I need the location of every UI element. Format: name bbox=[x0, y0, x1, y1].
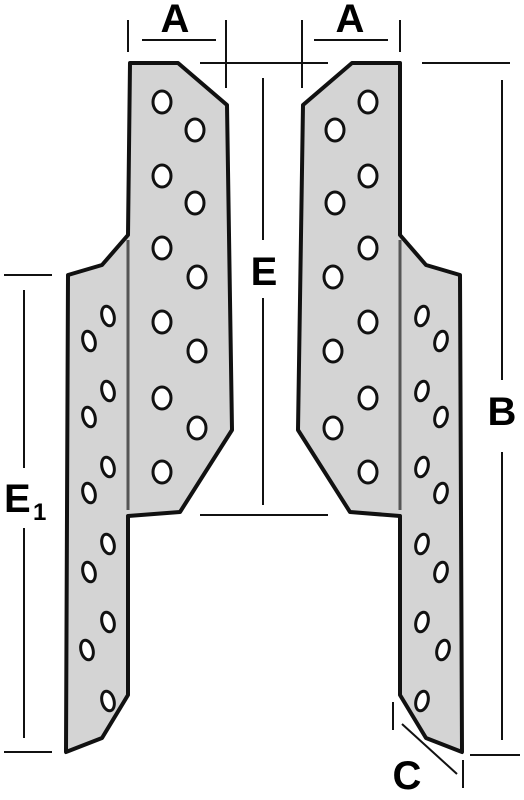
hole bbox=[414, 455, 430, 479]
hole bbox=[414, 689, 430, 713]
hole bbox=[324, 190, 346, 216]
left-hanger-plate bbox=[64, 61, 234, 754]
dim-c-line bbox=[401, 723, 458, 775]
hole bbox=[414, 610, 430, 634]
hole bbox=[357, 459, 379, 485]
dim-label-b: B bbox=[488, 390, 517, 434]
hole bbox=[81, 481, 97, 505]
hole bbox=[357, 385, 379, 411]
hole bbox=[100, 304, 116, 328]
hole bbox=[322, 264, 344, 290]
hole bbox=[433, 329, 449, 353]
dim-label-e1-sub: 1 bbox=[33, 499, 46, 526]
hole bbox=[100, 532, 116, 556]
dimension-labels: A A E B E 1 C bbox=[4, 0, 516, 798]
hole bbox=[433, 405, 449, 429]
hole bbox=[151, 385, 173, 411]
hole bbox=[81, 329, 97, 353]
hole bbox=[186, 264, 208, 290]
hole bbox=[151, 89, 173, 115]
hole bbox=[414, 379, 430, 403]
dimension-lines bbox=[4, 20, 520, 788]
hole bbox=[357, 235, 379, 261]
left-hanger bbox=[64, 61, 234, 754]
hole bbox=[322, 415, 344, 441]
right-web-holes bbox=[414, 304, 451, 713]
hole bbox=[357, 163, 379, 189]
hole bbox=[151, 459, 173, 485]
right-hanger bbox=[296, 61, 464, 754]
hole bbox=[435, 638, 451, 662]
hole bbox=[433, 481, 449, 505]
hole bbox=[357, 309, 379, 335]
hole bbox=[100, 455, 116, 479]
hole bbox=[79, 638, 95, 662]
hole bbox=[151, 309, 173, 335]
left-flange-holes bbox=[151, 89, 208, 485]
hole bbox=[151, 163, 173, 189]
hole bbox=[151, 235, 173, 261]
hole bbox=[186, 338, 208, 364]
hole bbox=[184, 117, 206, 143]
dim-label-a-left: A bbox=[161, 0, 190, 41]
hole bbox=[100, 610, 116, 634]
hole bbox=[184, 190, 206, 216]
hole bbox=[414, 304, 430, 328]
right-flange-holes bbox=[322, 89, 379, 485]
hole bbox=[433, 560, 449, 584]
hole bbox=[414, 532, 430, 556]
dim-label-c: C bbox=[393, 754, 422, 798]
dim-label-e: E bbox=[251, 250, 278, 294]
hole bbox=[81, 405, 97, 429]
hole bbox=[100, 689, 116, 713]
hole bbox=[322, 338, 344, 364]
hole bbox=[81, 560, 97, 584]
left-web-holes bbox=[79, 304, 116, 713]
right-hanger-plate bbox=[296, 61, 464, 754]
hole bbox=[324, 117, 346, 143]
dim-label-e1: E bbox=[4, 477, 31, 521]
hole bbox=[186, 415, 208, 441]
dim-label-a-right: A bbox=[336, 0, 365, 41]
hole bbox=[100, 379, 116, 403]
hole bbox=[357, 89, 379, 115]
